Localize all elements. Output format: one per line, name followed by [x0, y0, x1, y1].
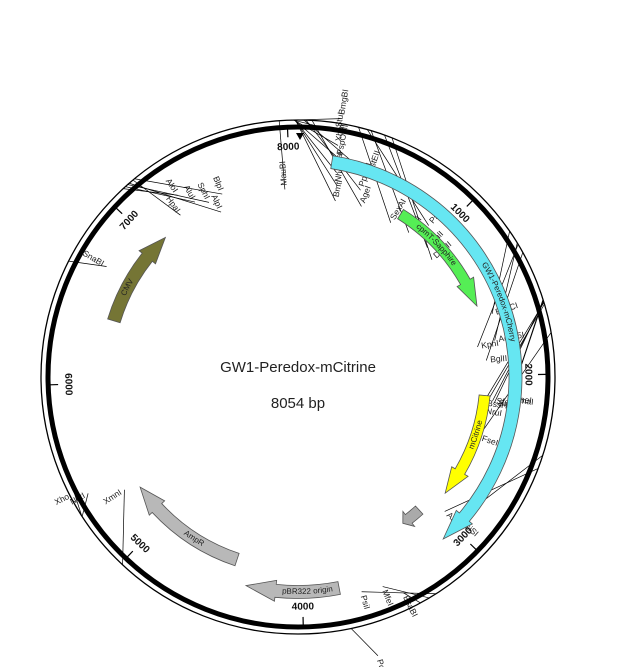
tick-label: 7000 — [118, 208, 141, 232]
map-size: 8054 bp — [271, 395, 325, 412]
site-label-xmni: XmnI — [101, 487, 123, 506]
site-label-bmti: BmtI — [331, 179, 344, 198]
site-label-bmgbi: BmgBI — [336, 88, 350, 115]
feature-arrow-pbr322-origin — [244, 579, 341, 602]
site-line-ppumi — [305, 119, 361, 191]
site-label-pcii: PciI — [375, 658, 389, 667]
feature-arrow-ampr — [139, 486, 240, 567]
site-label-mfei: MfeI — [380, 588, 395, 607]
tick-mark — [469, 543, 477, 551]
site-line-alpi — [129, 182, 222, 213]
site-line-xhoi — [74, 493, 82, 516]
feature-arrow-mcitrine — [444, 394, 491, 495]
feature-arrow-cpmt-sapphire — [397, 208, 478, 308]
site-label-alpi: AlpI — [209, 193, 224, 211]
tick-label: 6000 — [62, 373, 74, 396]
feature-arrow-cmv — [107, 236, 167, 324]
site-label-blpi: BlpI — [211, 175, 226, 192]
site-label-maubi: MauBI — [277, 161, 289, 186]
site-line-blpi — [134, 178, 223, 195]
site-label-agei: AgeI — [357, 184, 372, 204]
site-label-sfoi: SfoI — [496, 396, 512, 408]
site-line-nhei — [294, 119, 338, 187]
backbone-inner-circle — [45, 124, 551, 630]
tick-mark — [466, 200, 473, 207]
feature-arrow-unlabeled-3 — [402, 505, 424, 528]
backbone-outer-circle — [40, 119, 556, 635]
feature-label-text: pBR322 origin — [282, 584, 334, 596]
site-line-pcii — [350, 628, 379, 657]
origin-marker — [296, 133, 304, 140]
site-label-xhoi: XhoI — [53, 490, 73, 507]
site-line-maubi — [278, 120, 286, 190]
tick-label: 8000 — [277, 141, 300, 153]
site-line-hpai — [132, 179, 181, 216]
site-label-bglii: BglII — [490, 353, 508, 364]
site-label-kpni: KpnI — [480, 338, 499, 351]
tick-mark — [126, 550, 134, 558]
site-line-alui — [125, 186, 196, 203]
tick-label: 2000 — [522, 363, 533, 386]
site-line-sphi — [127, 184, 210, 203]
backbone-ring — [40, 119, 556, 635]
tick-mark — [115, 207, 123, 215]
site-label-psii: PsiI — [359, 594, 373, 610]
site-label-naei: NaeI — [513, 394, 532, 406]
feature-arrow-gw1-peredox-mcherry — [330, 155, 523, 540]
site-label-fsei: FseI — [481, 433, 500, 448]
tick-label: 4000 — [292, 601, 315, 612]
feature-label-pbr322-origin: pBR322 origin — [282, 584, 334, 596]
map-title: GW1-Peredox-mCitrine — [220, 359, 376, 376]
site-label-bsshii: BssHII — [487, 398, 513, 411]
restriction-sites: BmgBIStuIXbaIPspOMIApaINheIBmtIBstEIIPpu… — [53, 88, 552, 667]
